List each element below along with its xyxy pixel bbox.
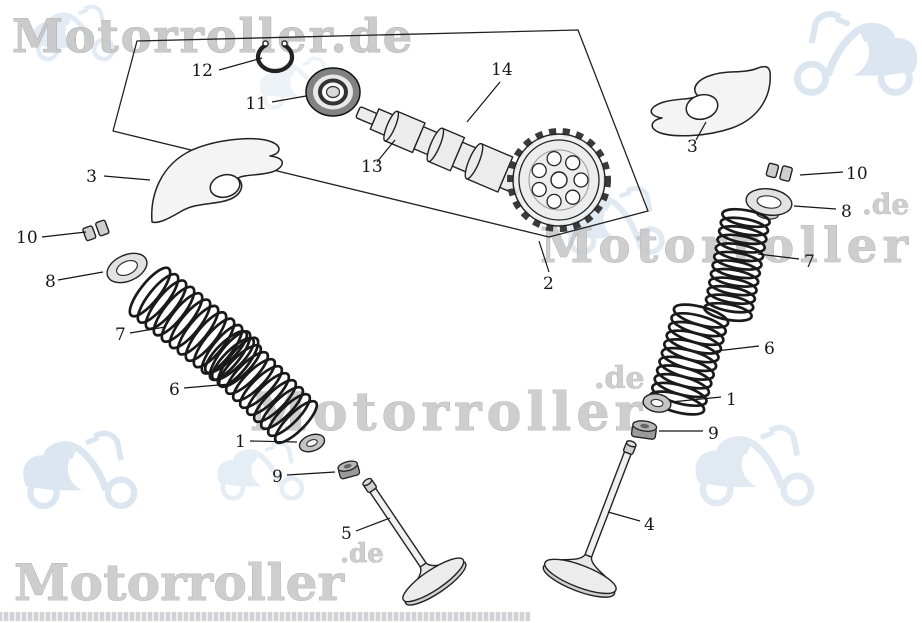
part-label-3-left: 3 [86, 167, 97, 187]
part-label-12: 12 [191, 61, 213, 81]
spring-coil [266, 392, 312, 438]
spring-coil [711, 259, 762, 280]
spring-retainer-left-8 [106, 252, 148, 284]
spring-coil [706, 284, 757, 306]
scooter-watermark [23, 433, 134, 506]
leader-line-1-left [249, 440, 298, 443]
spring-coil [203, 329, 249, 375]
leader-line-7-right [757, 253, 800, 260]
spring-coil [716, 233, 767, 254]
spring-coil [717, 224, 768, 246]
leader-line-8-left [57, 271, 104, 281]
leader-line-13 [376, 139, 396, 163]
spring-coil [704, 293, 755, 314]
watermark-de-bottom: .de [340, 539, 384, 569]
spring-seat-left-1 [298, 433, 326, 453]
spring-coil [252, 378, 298, 424]
part-label-2: 2 [543, 274, 554, 294]
leader-line-8-right [793, 205, 837, 210]
leader-line-3-right [695, 121, 707, 141]
spring-coil [721, 207, 771, 229]
spring-coil [709, 267, 760, 288]
spring-coil [231, 357, 277, 403]
leader-line-6-left [183, 383, 231, 389]
inner-valve-spring-right-6 [648, 303, 730, 416]
leader-line-4 [607, 511, 641, 522]
part-label-10-right: 10 [846, 164, 868, 184]
rocker-arm-left-3 [151, 138, 283, 224]
spring-coil [217, 343, 263, 389]
valve-keepers-left-10 [82, 219, 110, 242]
spring-coil [719, 216, 770, 237]
watermark-brand-center: Motorroller [250, 382, 643, 443]
spring-coil [245, 371, 291, 417]
part-label-1-left: 1 [235, 432, 246, 452]
leader-line-2 [538, 240, 550, 273]
part-label-6-right: 6 [764, 339, 775, 359]
assembly-box-outline [112, 29, 649, 238]
spring-coil [238, 364, 284, 410]
cam-sprocket-14 [507, 128, 611, 232]
part-label-8-right: 8 [841, 202, 852, 222]
diagram-layer: 12 11 13 14 2 3 10 8 7 6 1 9 5 3 10 8 7 … [0, 29, 868, 621]
camshaft-13 [355, 106, 529, 196]
leader-line-3-left [103, 175, 151, 181]
leader-line-10-right [799, 171, 844, 176]
part-label-3-right: 3 [687, 137, 698, 157]
spring-coil [712, 250, 763, 271]
part-label-7-left: 7 [115, 325, 126, 345]
leader-line-11 [271, 95, 307, 103]
part-label-9-left: 9 [272, 467, 283, 487]
leader-lines [41, 57, 844, 532]
spring-seat-right-1 [642, 393, 672, 413]
ball-bearing-11 [305, 67, 361, 117]
part-label-8-left: 8 [45, 272, 56, 292]
leader-line-6-right [715, 345, 760, 352]
part-label-9-right: 9 [708, 424, 719, 444]
leader-line-5 [355, 517, 391, 532]
spring-coil [224, 350, 270, 396]
leader-line-1-right [670, 396, 722, 403]
part-labels: 12 11 13 14 2 3 10 8 7 6 1 9 5 3 10 8 7 … [16, 60, 868, 544]
spring-retainer-right-8 [745, 188, 793, 220]
scooter-watermark [797, 14, 917, 92]
valve-stem-seal-right-9 [630, 420, 658, 440]
spring-coil [714, 242, 765, 263]
spring-coil [707, 276, 758, 297]
rocker-arm-right-3 [650, 65, 771, 137]
leader-line-14 [466, 81, 501, 123]
watermark-brand-bottom: Motorroller [14, 553, 345, 612]
part-label-13: 13 [361, 157, 383, 177]
scooter-watermark [217, 443, 301, 498]
leader-line-9-left [286, 471, 336, 476]
valve-keepers-right-10 [765, 162, 793, 182]
outer-valve-spring-left-7 [128, 266, 260, 388]
spring-coil [650, 381, 708, 408]
watermark-de-right: .de [862, 188, 909, 221]
part-label-5: 5 [341, 524, 352, 544]
scan-noise-strip [0, 612, 530, 621]
valve-left-5 [362, 477, 467, 606]
part-label-7-right: 7 [804, 252, 815, 272]
valve-stem-seal-left-9 [337, 460, 361, 480]
leader-line-10-left [41, 231, 87, 238]
part-label-14: 14 [491, 60, 513, 80]
part-label-1-right: 1 [726, 390, 737, 410]
part-label-4: 4 [644, 515, 655, 535]
part-label-6-left: 6 [169, 380, 180, 400]
inner-valve-spring-left-6 [203, 329, 319, 445]
leader-line-7-left [129, 326, 166, 334]
part-label-10-left: 10 [16, 228, 38, 248]
circlip-12 [255, 40, 295, 74]
watermark-de-center: .de [594, 361, 645, 396]
spring-coil [210, 336, 256, 382]
valve-right-4 [542, 440, 637, 598]
leader-line-12 [218, 57, 263, 71]
part-label-11: 11 [245, 94, 267, 114]
